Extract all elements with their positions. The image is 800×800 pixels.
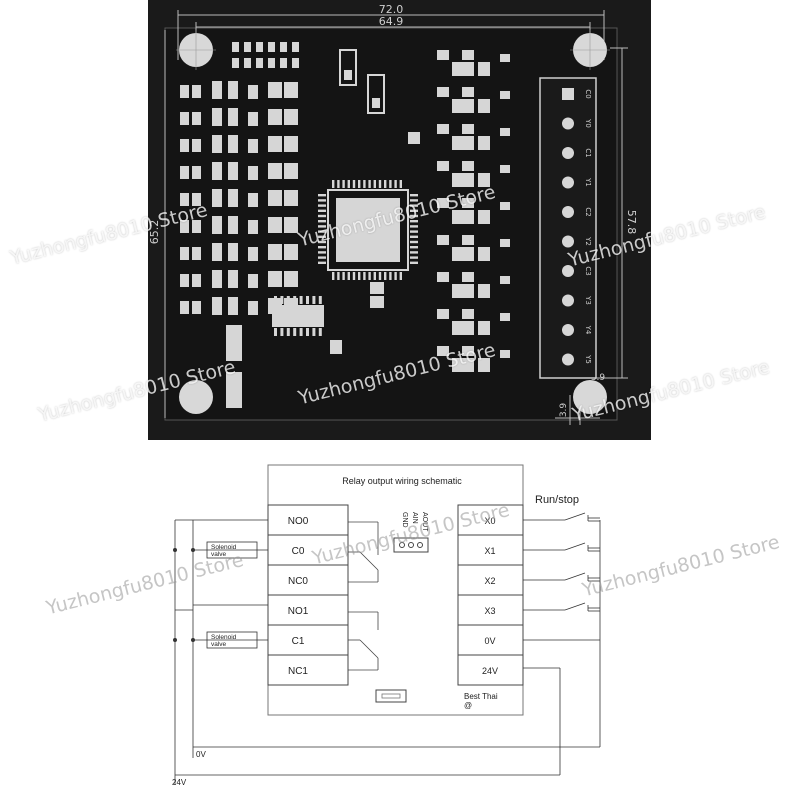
- left-terminal-label: NC1: [288, 666, 308, 677]
- right-terminal-label: X1: [484, 546, 495, 556]
- run-stop-switches: [564, 512, 600, 612]
- left-terminal-label: C0: [292, 546, 305, 557]
- right-terminal-label: X3: [484, 606, 495, 616]
- terminal-hole: [562, 265, 574, 277]
- left-terminal-label: C1: [292, 636, 305, 647]
- mounting-hole-bottom-right: [573, 380, 607, 414]
- switch-contact: [564, 512, 586, 521]
- switch-contact: [564, 572, 586, 581]
- switch-contact: [564, 542, 586, 551]
- analog-connector: [393, 537, 429, 553]
- component-pads: [180, 42, 510, 408]
- terminal-label: Y5: [584, 354, 592, 364]
- terminal-hole: [562, 206, 574, 218]
- terminal-hole: [562, 176, 574, 189]
- solenoid-label-1-line2: valve: [211, 551, 227, 558]
- relay-wiring-schematic: Relay output wiring schematic NO0C0NC0NO…: [172, 464, 601, 787]
- terminal-hole: [562, 353, 574, 366]
- solenoid-label-2-line2: valve: [211, 641, 227, 648]
- right-terminal-label: 0V: [484, 636, 495, 646]
- pad: [180, 220, 189, 233]
- left-terminal-label: NO0: [288, 516, 309, 527]
- soic-chip: [272, 296, 324, 336]
- switch-contact: [564, 602, 586, 611]
- terminal-label: Y0: [584, 118, 592, 128]
- pad: [180, 112, 189, 125]
- right-terminal-label: X0: [484, 516, 495, 526]
- terminal-label: Y2: [584, 236, 592, 246]
- terminal-label: Y4: [584, 325, 592, 335]
- terminal-hole: [562, 147, 574, 159]
- terminal-label: C2: [584, 207, 592, 216]
- relay-contacts: [348, 521, 379, 671]
- terminal-hole: [562, 324, 574, 336]
- pin-label-aout: AOUT: [421, 512, 428, 532]
- solenoid-label-1-line1: Solenoid: [211, 544, 237, 551]
- analog-pin-labels: AOUT AIN GND: [401, 512, 428, 532]
- terminal-hole: [562, 117, 574, 130]
- pad: [180, 166, 189, 179]
- terminal-label: C0: [584, 89, 592, 98]
- pin-label-gnd: GND: [401, 512, 408, 528]
- bottom-connector: [375, 689, 407, 703]
- dim-width-outer: 72.0: [379, 3, 404, 16]
- dim-width-inner: 64.9: [379, 15, 404, 28]
- pad: [180, 301, 189, 314]
- terminal-label: C1: [584, 148, 592, 157]
- terminal-hole: [562, 235, 574, 248]
- pad: [180, 85, 189, 98]
- terminal-label: Y3: [584, 295, 592, 305]
- pcb-dimension-drawing: 72.0 64.9 65.2 57.8 3.9 3.9 C0Y0C1Y1C2Y2…: [148, 0, 651, 440]
- right-terminal-cell: [457, 564, 524, 596]
- left-terminal-cell: [267, 624, 349, 656]
- brand-mark: @: [464, 701, 472, 710]
- right-terminal-cell: [457, 654, 524, 686]
- solenoid-label-2-line1: Solenoid: [211, 634, 237, 641]
- right-terminal-label: X2: [484, 576, 495, 586]
- terminal-hole: [562, 294, 574, 307]
- right-terminal-label: 24V: [482, 666, 498, 676]
- mounting-hole-bottom-left: [179, 380, 213, 414]
- left-terminal-cell: [267, 534, 349, 566]
- left-terminal-cell: [267, 504, 349, 536]
- mcu-chip: [318, 180, 418, 280]
- schematic-title: Relay output wiring schematic: [342, 476, 462, 486]
- rail-0v-label: 0V: [196, 750, 206, 759]
- pad: [180, 274, 189, 287]
- terminal-label: Y1: [584, 177, 592, 187]
- dim-small-right: 3.9: [591, 373, 606, 383]
- terminal-label: C3: [584, 266, 592, 275]
- pad: [180, 139, 189, 152]
- left-terminal-cell: [267, 654, 349, 686]
- rail-24v-label: 24V: [172, 778, 187, 787]
- pad: [180, 193, 189, 206]
- left-terminal-label: NO1: [288, 606, 309, 617]
- dim-height-left: 65.2: [148, 220, 161, 245]
- left-terminal-label: NC0: [288, 576, 308, 587]
- pin-label-ain: AIN: [411, 512, 418, 524]
- pad: [180, 247, 189, 260]
- dim-small-bottom: 3.9: [559, 403, 569, 418]
- brand-label: Best Thai: [464, 692, 498, 701]
- run-stop-label: Run/stop: [535, 494, 579, 506]
- dim-height-right: 57.8: [625, 210, 638, 235]
- right-terminal-cell: [457, 534, 524, 566]
